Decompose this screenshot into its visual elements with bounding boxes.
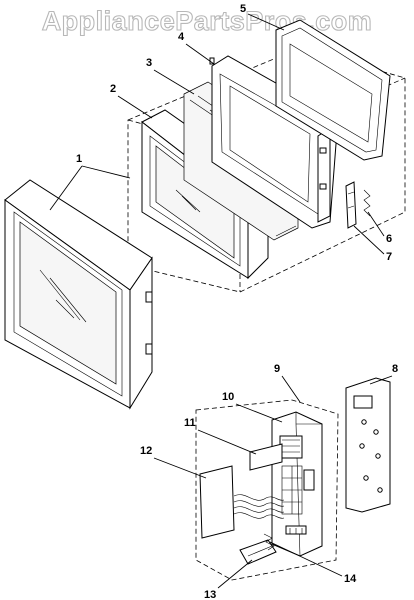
part-control-board	[199, 465, 285, 539]
lower-assembly-outline	[195, 399, 339, 581]
svg-text:13: 13	[204, 589, 216, 600]
svg-text:6: 6	[386, 233, 392, 245]
callout-1: 1	[49, 153, 131, 211]
part-door-main-frame	[209, 55, 339, 229]
svg-text:3: 3	[146, 57, 152, 69]
callout-4: 4	[178, 31, 215, 65]
part-display-board	[249, 443, 283, 471]
svg-text:8: 8	[392, 363, 398, 375]
part-hook-spring	[363, 189, 371, 217]
part-control-membrane	[345, 377, 391, 513]
svg-text:14: 14	[344, 573, 357, 585]
watermark-text: AppliancePartsPros.com	[42, 6, 373, 36]
svg-text:10: 10	[222, 391, 234, 403]
callout-7: 7	[353, 225, 392, 263]
callout-14: 14	[269, 541, 357, 585]
callout-10: 10	[222, 391, 283, 423]
callout-5: 5	[240, 3, 285, 31]
svg-text:1: 1	[76, 153, 82, 165]
part-door-seal	[275, 19, 391, 161]
svg-text:12: 12	[140, 445, 152, 457]
svg-text:9: 9	[274, 363, 280, 375]
callout-9: 9	[274, 363, 301, 403]
svg-text:4: 4	[178, 31, 185, 43]
svg-text:5: 5	[240, 3, 246, 15]
svg-text:2: 2	[110, 83, 116, 95]
callout-11: 11	[184, 417, 257, 455]
svg-text:11: 11	[184, 417, 196, 429]
part-door-button	[239, 539, 277, 565]
callout-6: 6	[367, 211, 392, 245]
svg-text:7: 7	[386, 251, 392, 263]
part-door-outer	[4, 179, 153, 410]
callout-8: 8	[369, 363, 398, 385]
part-button-spring	[263, 533, 275, 551]
part-door-hook	[345, 181, 357, 229]
part-control-panel	[271, 411, 323, 557]
callout-2: 2	[110, 83, 153, 119]
callout-13: 13	[204, 559, 253, 600]
callout-3: 3	[146, 57, 195, 95]
callout-12: 12	[140, 445, 207, 479]
